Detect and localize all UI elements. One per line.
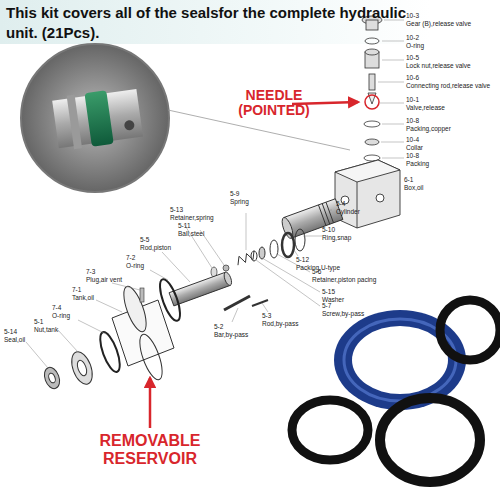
callout-number: 10-2	[406, 34, 419, 41]
part-name: Connecting rod,release valve	[406, 82, 490, 89]
callout-number: 10-3	[406, 12, 419, 19]
part-name: Collar	[406, 144, 423, 151]
heading: This kit covers all of the sealsfor the …	[6, 3, 426, 44]
callout-number: 5-13	[170, 206, 183, 213]
callout-number: 7-3	[86, 268, 95, 275]
callout-number: 10-8	[406, 152, 419, 159]
part-name: Ball,steel	[178, 230, 204, 237]
part-name: Packing	[406, 160, 429, 167]
part-name: O-ring	[52, 312, 70, 319]
part-name: Nut,tank	[34, 326, 58, 333]
callout-number: 10-5	[406, 54, 419, 61]
callout-number: 10-6	[406, 74, 419, 81]
callout-number: 10-8	[406, 117, 419, 124]
callout-number: 5-9	[230, 190, 239, 197]
part-name: Seal,oil	[4, 336, 25, 343]
callout-number: 5-12	[296, 256, 309, 263]
callout-label: NEEDLE (POINTED)	[224, 88, 324, 119]
callout-number: 7-1	[72, 286, 81, 293]
part-name: Lock nut,release valve	[406, 62, 471, 69]
callout-number: 5-1	[34, 318, 43, 325]
callout-number: 5-7	[322, 302, 331, 309]
callout-number: 5-6	[312, 268, 321, 275]
part-name: Retainer,spring	[170, 214, 214, 221]
callout-number: 5-14	[4, 328, 17, 335]
part-name: Gear (B),release valve	[406, 20, 471, 27]
callout-number: 5-3	[262, 312, 271, 319]
part-name: Cylinder	[336, 208, 360, 215]
callout-number: 5-4	[336, 200, 345, 207]
part-name: Bar,by-pass	[214, 331, 248, 338]
callout-number: 7-2	[126, 254, 135, 261]
part-name: Washer	[322, 296, 344, 303]
callout-number: 5-11	[178, 222, 191, 229]
part-name: O-ring	[126, 262, 144, 269]
part-name: Rod,by-pass	[262, 320, 299, 327]
callout-number: 10-4	[406, 136, 419, 143]
part-name: Spring	[230, 198, 249, 205]
callout-number: 10-1	[406, 96, 419, 103]
part-name: Screw,by-pass	[322, 310, 364, 317]
callout-number: 6-1	[404, 176, 413, 183]
callout-label: REMOVABLE RESERVOIR	[80, 432, 220, 467]
callout-number: 5-5	[140, 236, 149, 243]
part-name: Tank,oil	[72, 294, 94, 301]
part-name: O-ring	[406, 42, 424, 49]
callout-number: 5-10	[322, 226, 335, 233]
callout-number: 7-4	[52, 304, 61, 311]
part-name: Rod,piston	[140, 244, 171, 251]
part-name: Packing,copper	[406, 125, 451, 132]
part-name: Box,oil	[404, 184, 424, 191]
part-name: Retainer,piston pacing	[312, 276, 376, 283]
part-name: Ring,snap	[322, 234, 351, 241]
callout-number: 5-2	[214, 323, 223, 330]
callout-number: 5-15	[322, 288, 335, 295]
part-name: Valve,release	[406, 104, 445, 111]
part-name: Plug,air vent	[86, 276, 122, 283]
